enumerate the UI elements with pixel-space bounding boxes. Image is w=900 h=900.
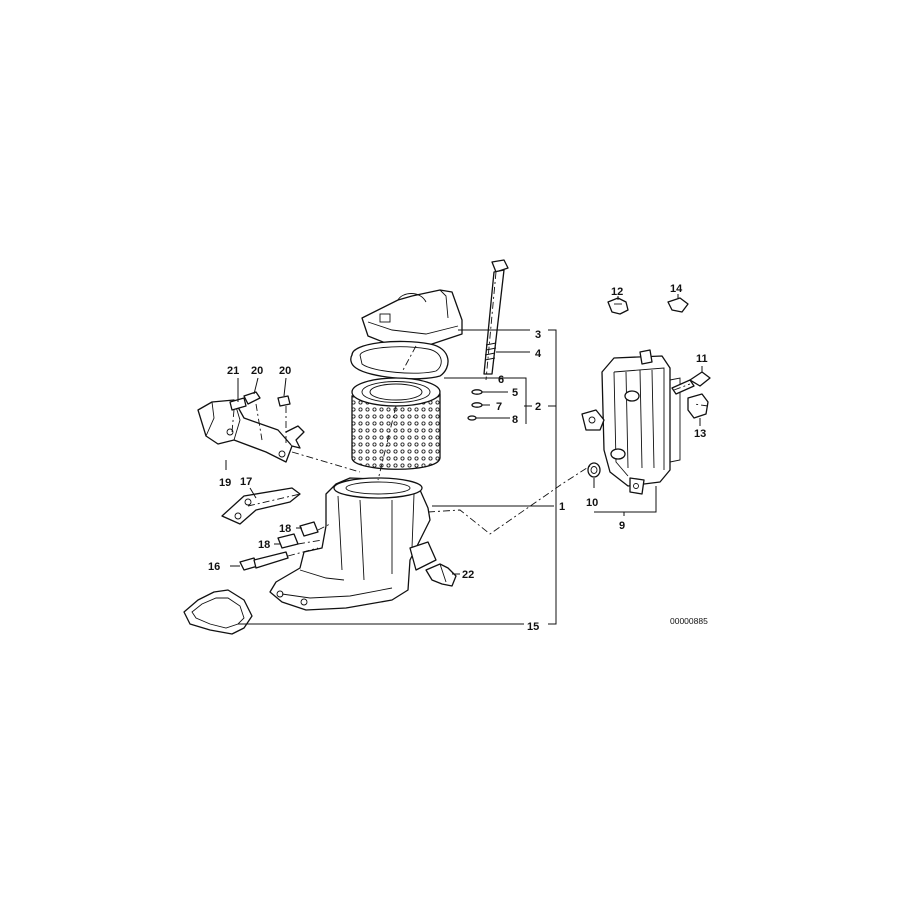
filter-housing [269,477,437,611]
bolt-11 [671,371,711,395]
housing-gasket [183,589,253,635]
callout-7: 7 [496,401,502,413]
callout-18b: 18 [258,539,270,551]
oil-sender [425,563,457,587]
callout-1: 1 [559,501,565,513]
callout-19: 19 [219,477,231,489]
diagram-reference: 00000885 [670,616,708,626]
callout-15: 15 [527,621,539,633]
small-seals [467,389,483,421]
clip-13 [687,393,709,419]
clamp-14 [667,297,689,313]
long-bolt [483,259,509,375]
bracket-bolts [229,391,291,411]
callout-10: 10 [586,497,598,509]
centre-lines [231,271,709,557]
washer-10 [587,462,601,478]
callout-4: 4 [535,348,542,360]
callout-5: 5 [512,387,518,399]
callout-11: 11 [696,353,708,365]
bolts-18 [277,521,319,549]
oil-cooler [581,349,681,495]
leader-lines [225,294,703,625]
callout-6: 6 [498,374,504,386]
callout-20b: 20 [279,365,291,377]
callout-16: 16 [208,561,220,573]
callout-8: 8 [512,414,518,426]
callout-21: 21 [227,365,239,377]
callout-9: 9 [619,520,625,532]
mounting-plate [221,487,301,525]
callout-labels: 1 2 3 4 5 6 7 8 9 10 11 12 13 14 15 16 1… [208,283,708,633]
callout-20a: 20 [251,365,263,377]
mounting-bracket [197,399,305,463]
cover-gasket [350,340,449,380]
callout-17: 17 [240,476,252,488]
callout-3: 3 [535,329,541,341]
filter-cover [361,289,463,349]
callout-18a: 18 [279,523,291,535]
bolt-16 [239,551,289,571]
callout-13: 13 [694,428,706,440]
callout-14: 14 [670,283,683,295]
callout-2: 2 [535,401,541,413]
filter-element [351,377,441,470]
callout-22: 22 [462,569,474,581]
callout-12: 12 [611,286,623,298]
clamp-12 [607,297,629,315]
